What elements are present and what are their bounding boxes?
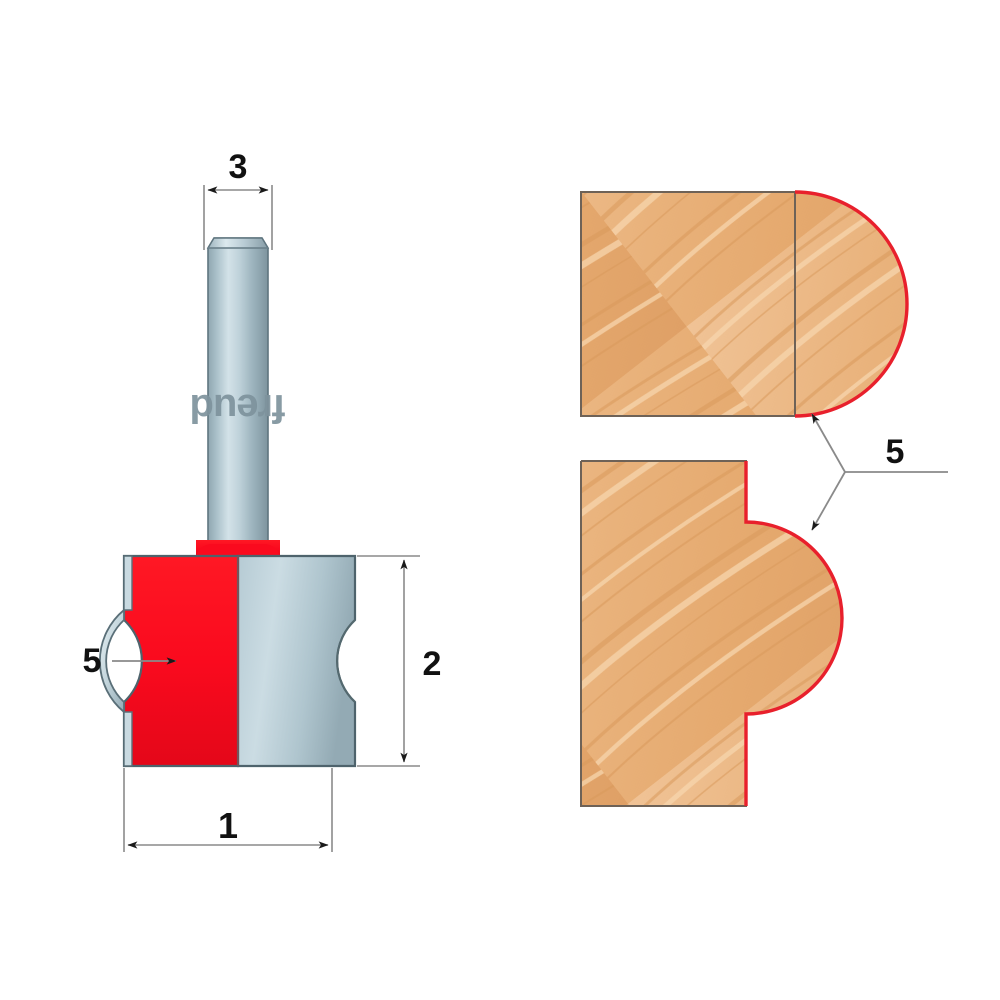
top-profile-red-edge <box>794 190 909 418</box>
bottom-wood-body <box>581 461 842 806</box>
dimension-label-3: 3 <box>229 148 248 186</box>
callout-label-5-wood: 5 <box>886 433 905 471</box>
router-bit-illustration: 3 freud <box>83 148 442 852</box>
bottom-profile-bead <box>580 460 844 807</box>
callout-wood-radius: 5 <box>811 413 948 531</box>
dimension-label-1: 1 <box>218 805 238 846</box>
callout-branch-bottom <box>811 471 846 531</box>
dimension-cutter-diameter: 1 <box>123 768 333 852</box>
dimension-cutter-height: 2 <box>357 555 442 767</box>
top-profile-bullnose <box>580 190 909 418</box>
top-wood-body <box>581 192 907 416</box>
bit-neck <box>196 540 280 558</box>
dimension-label-2: 2 <box>423 645 442 683</box>
carbide-cutting-edge-left <box>98 608 125 714</box>
callout-bit-radius: 5 <box>83 642 177 680</box>
bit-shank: freud <box>191 237 286 546</box>
brand-logo-text: freud <box>191 386 286 430</box>
dimension-shank-diameter: 3 <box>203 148 273 250</box>
carbide-shoulder-top-left <box>123 555 133 611</box>
shank-chamfer-cap <box>206 237 270 249</box>
neck-shoulder <box>196 544 280 558</box>
callout-label-5-bit: 5 <box>83 642 102 680</box>
wood-profiles: 5 <box>580 190 948 807</box>
callout-branch-top <box>811 413 846 473</box>
cutter-body <box>98 554 357 768</box>
right-concave-edge <box>336 619 356 703</box>
carbide-shoulder-bottom-left <box>123 711 133 767</box>
bottom-profile-red-edge <box>744 461 844 806</box>
